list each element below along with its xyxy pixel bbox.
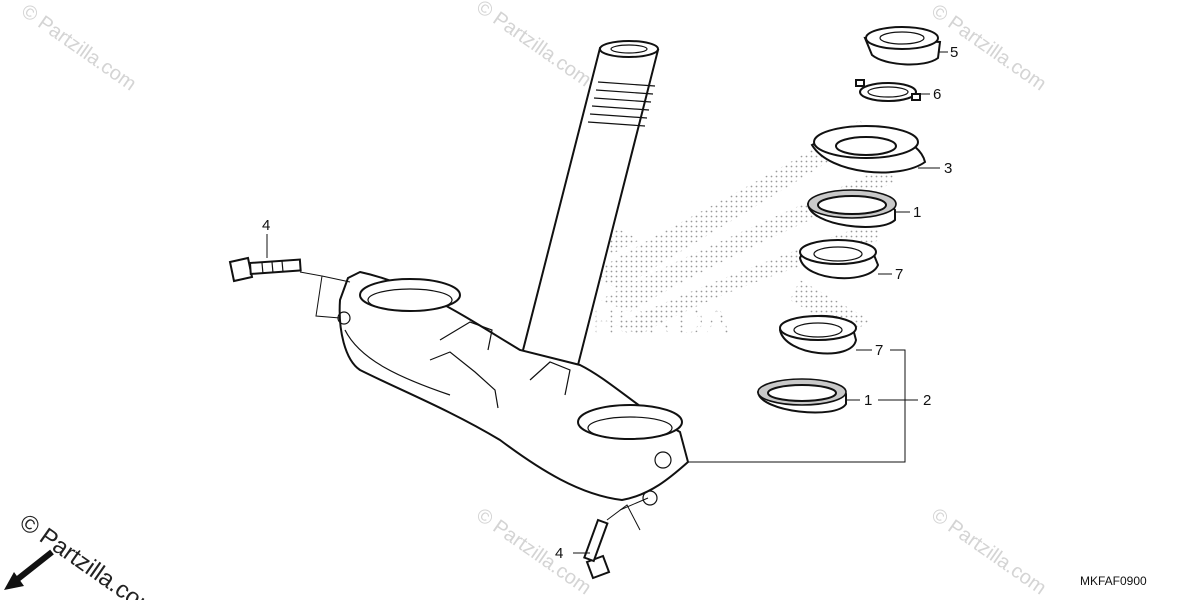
callout-3: 3 (944, 160, 952, 177)
callout-2: 2 (923, 392, 931, 409)
callout-1-upper: 1 (913, 204, 921, 221)
drawing-code: MKFAF0900 (1080, 574, 1147, 588)
callout-6: 6 (933, 86, 941, 103)
front-arrow-icon (4, 549, 54, 590)
callout-4-lower: 4 (555, 545, 563, 562)
bolt-upper (228, 256, 302, 283)
honda-wordmark: HONDA (588, 298, 733, 343)
leader-lines (266, 51, 948, 554)
callout-7-upper: 7 (895, 266, 903, 283)
part-7-bearing-upper (798, 239, 880, 280)
callout-5: 5 (950, 44, 958, 61)
callout-1-lower: 1 (864, 392, 872, 409)
bottom-bridge (337, 270, 690, 506)
part-1-dust-seal-upper (806, 189, 897, 228)
bolt-lower (583, 518, 611, 580)
part-5-lock-nut (863, 26, 942, 66)
watermark-2: © Partzilla.com (472, 0, 595, 91)
callout-4-upper: 4 (262, 217, 270, 234)
watermark-5: © Partzilla.com (927, 504, 1050, 599)
watermark-corner: © Partzilla.com (15, 509, 163, 600)
watermark-4: © Partzilla.com (472, 504, 595, 599)
part-7-bearing-lower (778, 314, 858, 355)
callout-7-lower: 7 (875, 342, 883, 359)
part-3-adjusting-nut (810, 125, 927, 174)
part-1-dust-seal-lower (756, 378, 847, 414)
watermark-1: © Partzilla.com (17, 0, 140, 95)
watermark-3: © Partzilla.com (927, 0, 1050, 95)
callouts: 5 6 3 1 7 7 1 2 4 4 MKFAF0900 (262, 44, 1147, 588)
part-6-lock-washer (855, 79, 921, 102)
